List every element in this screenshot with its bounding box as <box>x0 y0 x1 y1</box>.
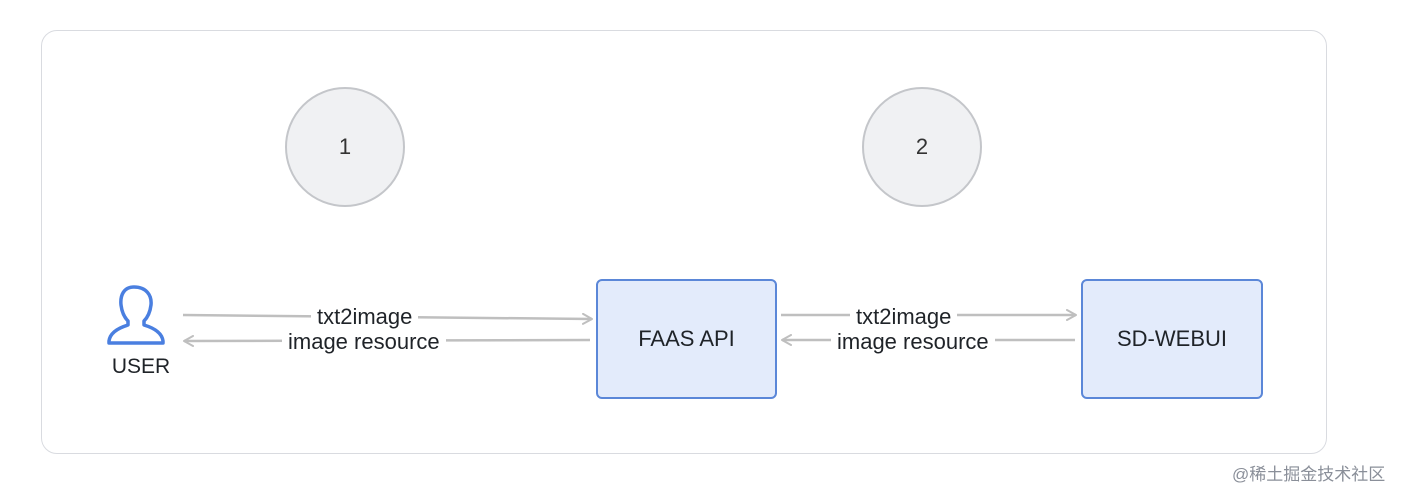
step-1-number: 1 <box>338 134 352 159</box>
faas-api-node: FAAS API <box>596 279 777 399</box>
user-icon <box>107 285 165 345</box>
faas-api-label: FAAS API <box>638 326 735 351</box>
edge-user-faas-request-label: txt2image <box>311 304 419 330</box>
edge-faas-sd-response-label: image resource <box>831 329 995 355</box>
user-label: USER <box>111 355 171 378</box>
sd-webui-label: SD-WEBUI <box>1117 326 1227 351</box>
watermark: @稀土掘金技术社区 <box>1232 465 1386 484</box>
step-1-circle: 1 <box>285 87 405 207</box>
edge-faas-sd-request-label: txt2image <box>850 304 958 330</box>
edge-user-faas-response-label: image resource <box>282 329 446 355</box>
step-2-number: 2 <box>915 134 929 159</box>
step-2-circle: 2 <box>862 87 982 207</box>
sd-webui-node: SD-WEBUI <box>1081 279 1263 399</box>
